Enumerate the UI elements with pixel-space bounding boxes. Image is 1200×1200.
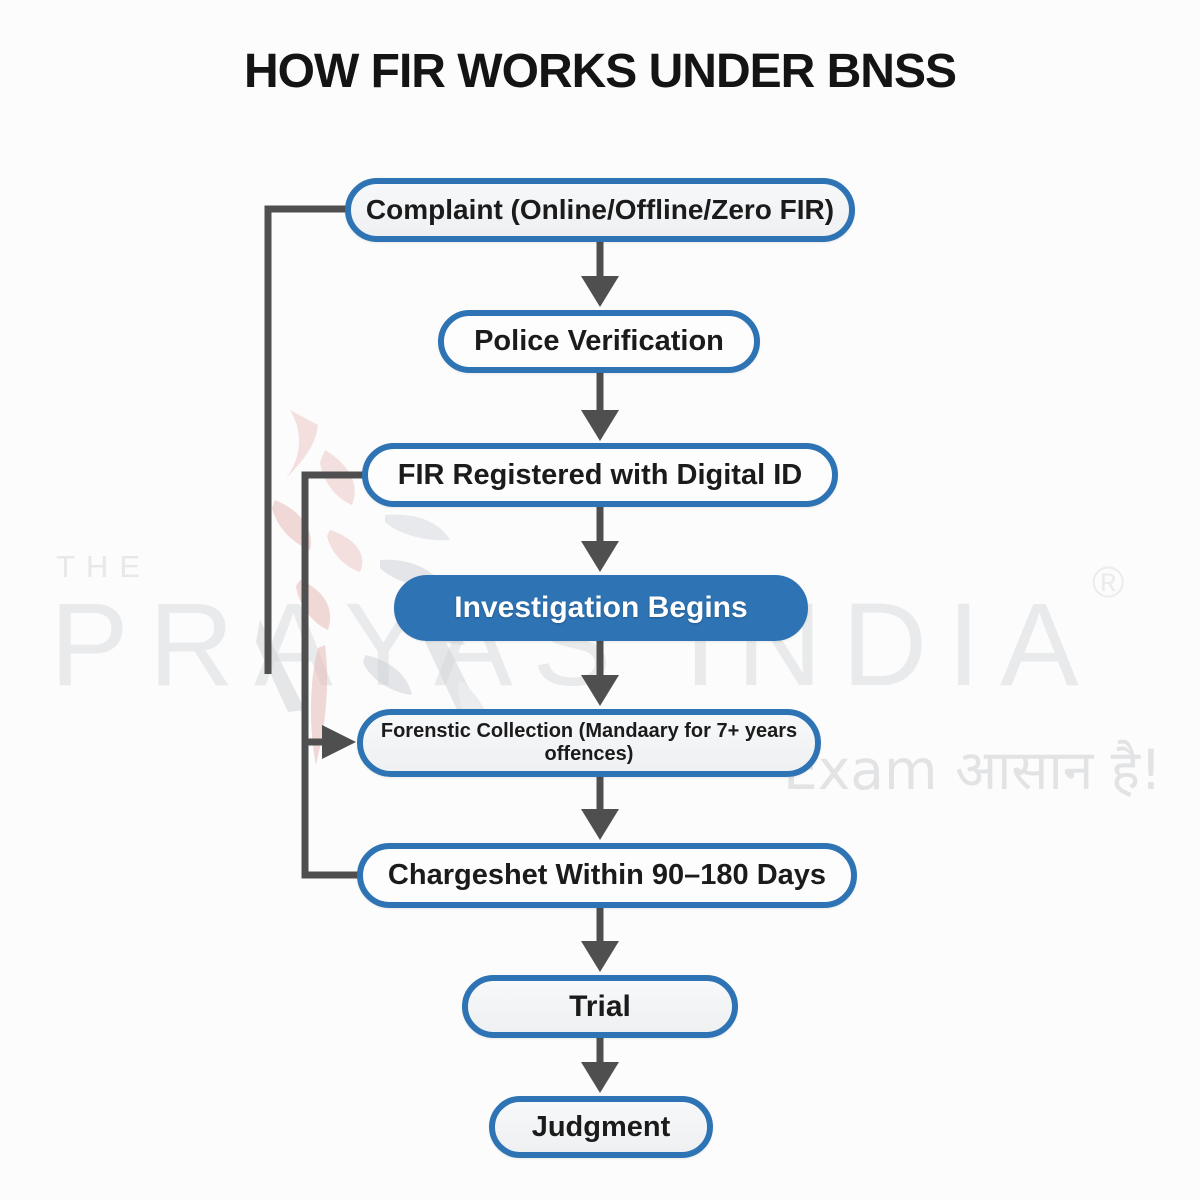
page-title: HOW FIR WORKS UNDER BNSS: [244, 45, 957, 98]
arrow-police-to-fir: [581, 371, 619, 441]
node-investigation-begins: Investigation Begins: [394, 575, 808, 641]
watermark-tagline: Exam आसान है!: [783, 738, 1162, 802]
node-chargesheet-label: Chargeshet Within 90–180 Days: [387, 859, 827, 891]
node-forensic-collection-label: Forenstic Collection (Mandaary for 7+ ye…: [380, 720, 798, 765]
node-complaint: Complaint (Online/Offline/Zero FIR): [345, 178, 855, 242]
arrow-investigation-to-forensic: [581, 639, 619, 706]
arrowhead-into-forensic: [322, 725, 356, 759]
node-judgment: Judgment: [489, 1096, 713, 1158]
node-trial-label: Trial: [569, 989, 631, 1023]
arrow-complaint-to-police: [581, 240, 619, 307]
watermark-brand-the: THE: [56, 549, 151, 584]
node-fir-registered-label: FIR Registered with Digital ID: [397, 458, 803, 491]
node-complaint-label: Complaint (Online/Offline/Zero FIR): [365, 194, 835, 225]
watermark-registered-icon: ®: [1092, 558, 1125, 607]
node-fir-registered: FIR Registered with Digital ID: [362, 443, 838, 507]
node-police-verification: Police Verification: [438, 310, 760, 373]
node-police-verification-label: Police Verification: [474, 325, 724, 357]
arrow-trial-to-judgment: [581, 1037, 619, 1093]
node-investigation-begins-label: Investigation Begins: [454, 591, 748, 624]
line-complaint-left-loop: [264, 205, 346, 674]
node-trial: Trial: [462, 975, 738, 1038]
arrow-chargesheet-to-trial: [581, 906, 619, 972]
arrow-fir-to-investigation: [581, 505, 619, 572]
node-chargesheet: Chargeshet Within 90–180 Days: [357, 843, 857, 908]
node-judgment-label: Judgment: [531, 1110, 671, 1143]
line-fir-left-branch: [301, 471, 363, 879]
arrow-forensic-to-chargesheet: [581, 775, 619, 840]
node-forensic-collection: Forenstic Collection (Mandaary for 7+ ye…: [357, 709, 821, 777]
